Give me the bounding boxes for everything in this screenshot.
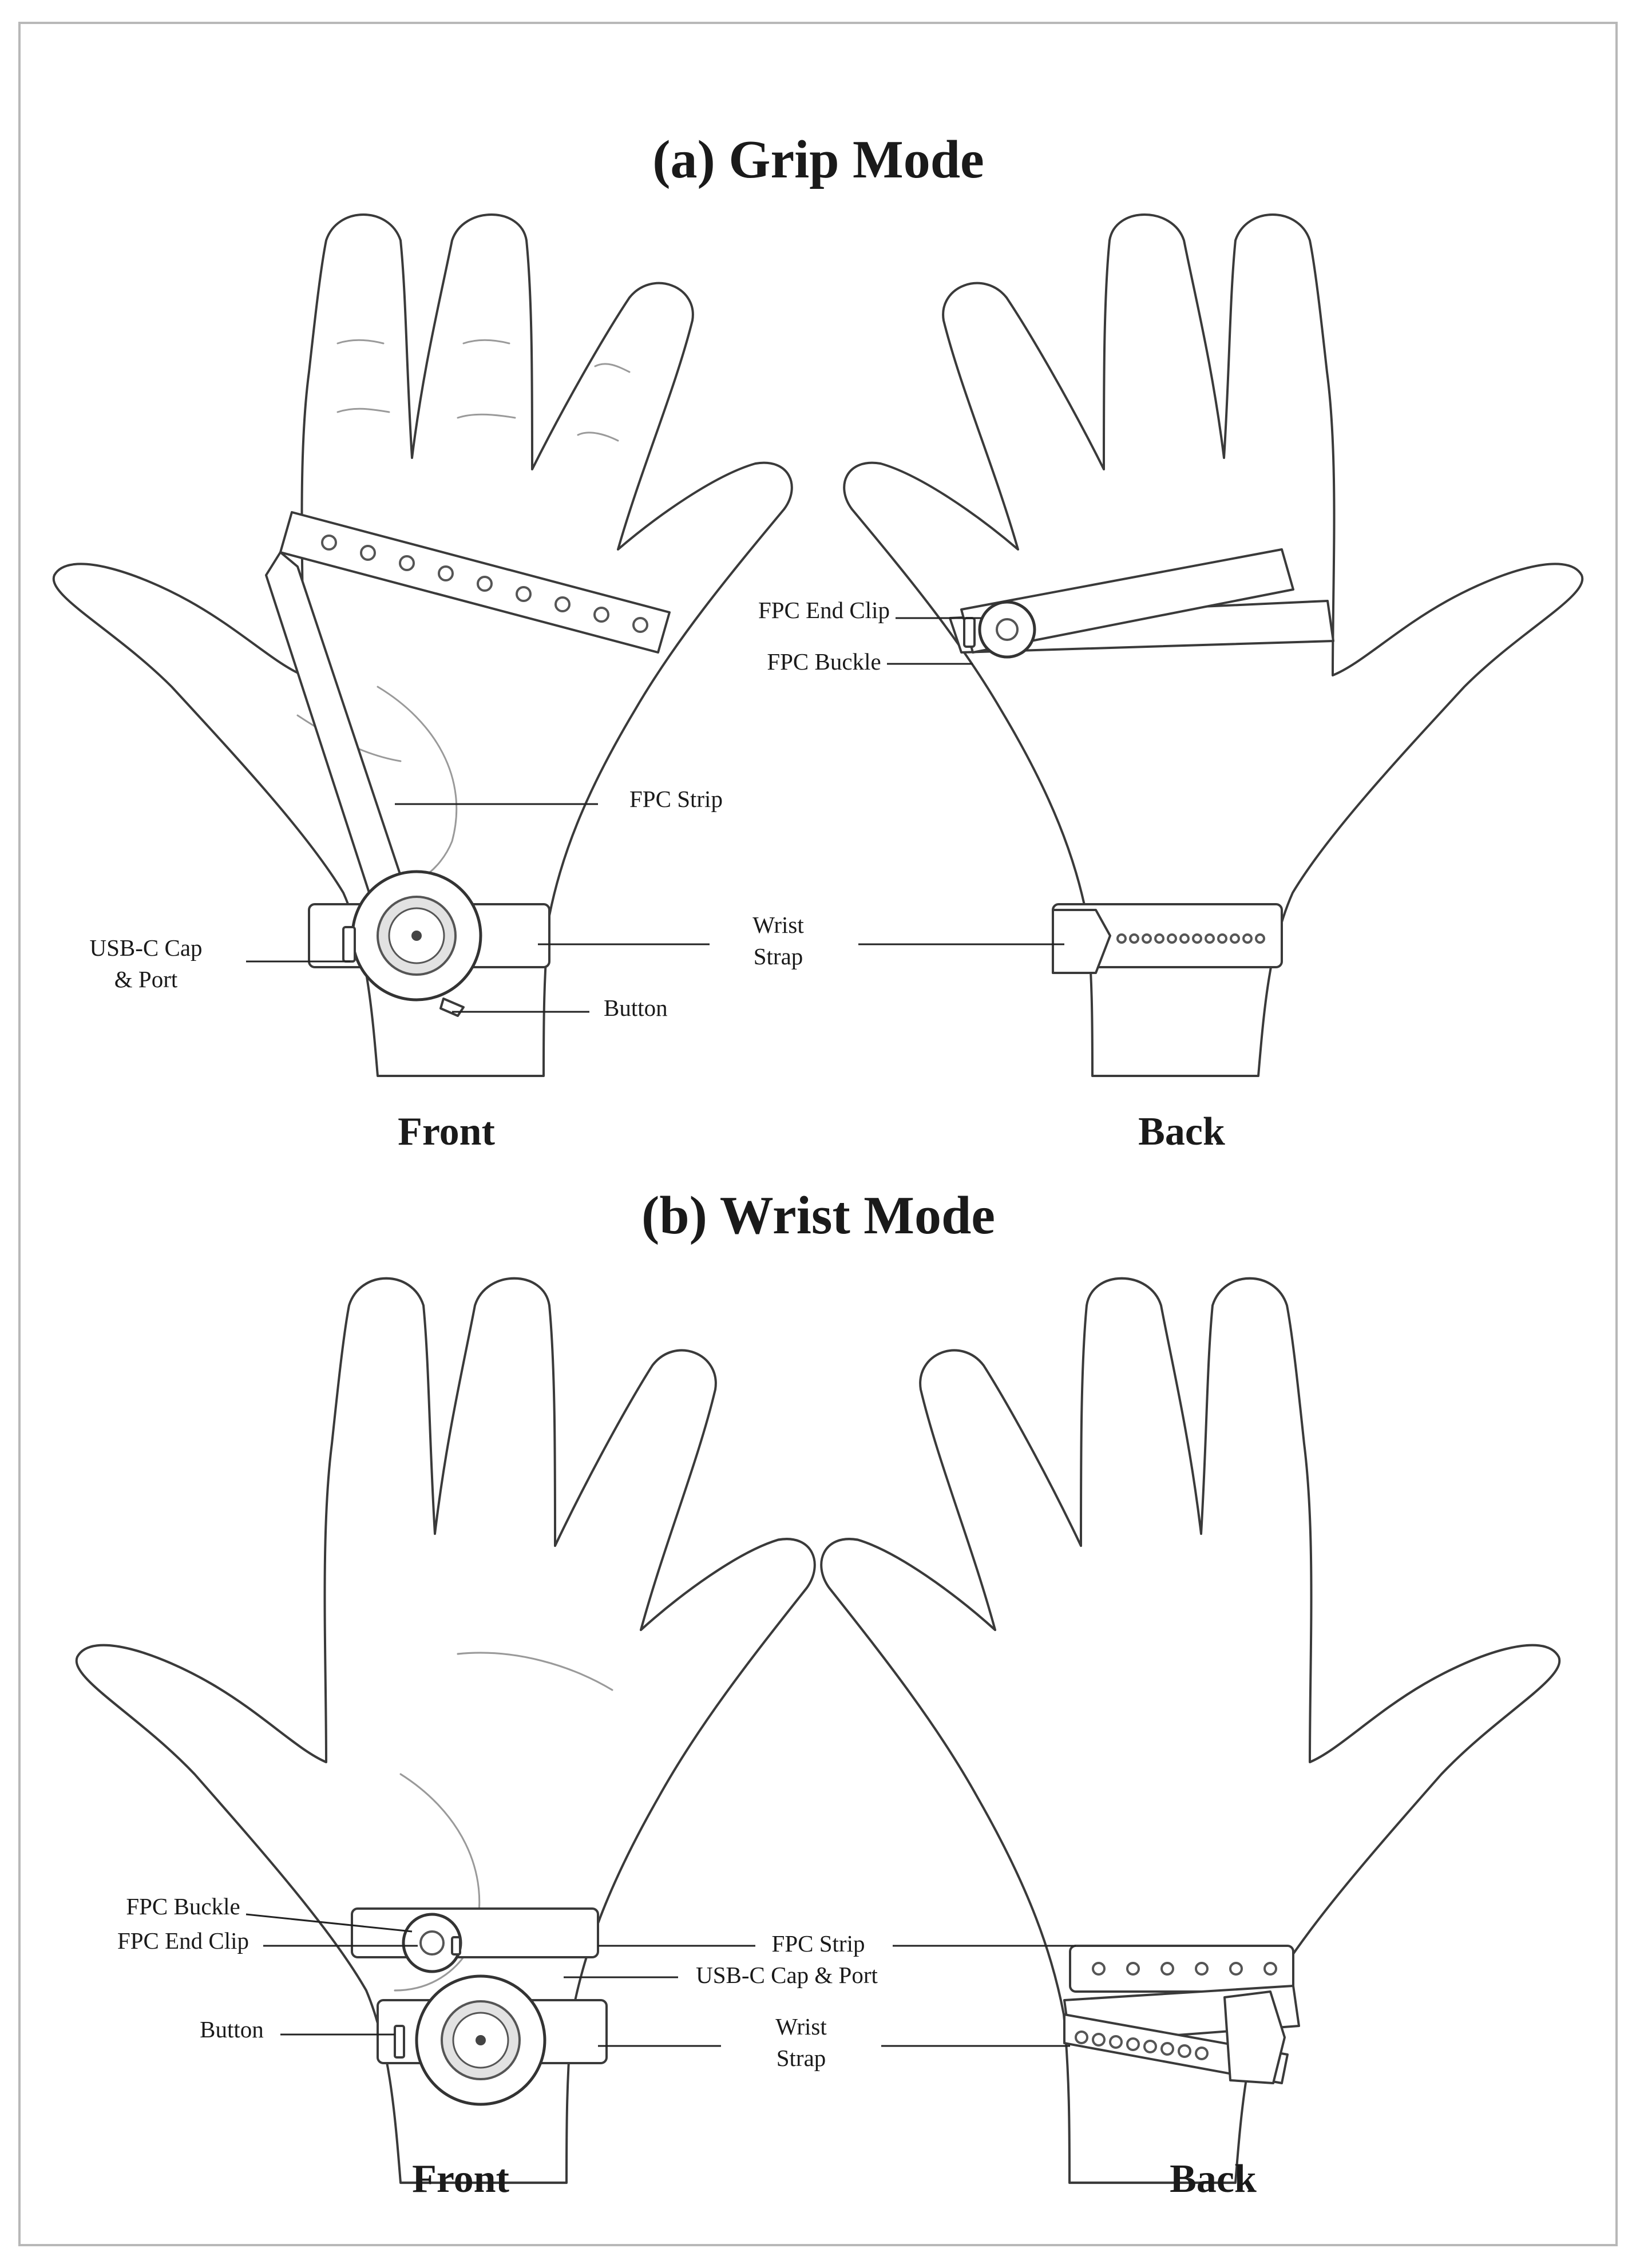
grip-front-caption: Front: [398, 1110, 495, 1154]
grip-back-wrist-holes: [1116, 933, 1265, 944]
strap-hole: [1255, 933, 1265, 944]
strap-hole: [1126, 1962, 1140, 1976]
strap-hole: [1195, 2047, 1209, 2060]
strap-hole: [554, 596, 571, 612]
grip-fpc-strip-label: FPC Strip: [629, 786, 723, 812]
strap-hole: [1154, 933, 1164, 944]
wrist-back-caption: Back: [1170, 2157, 1257, 2201]
panel-a-title: (a) Grip Mode: [652, 130, 984, 189]
wrist-fpc-end-clip-label: FPC End Clip: [117, 1927, 249, 1954]
strap-hole: [1160, 2042, 1174, 2056]
strap-hole: [1075, 2030, 1088, 2044]
strap-hole: [1178, 2044, 1191, 2058]
strap-hole: [1129, 933, 1139, 944]
strap-hole: [1143, 2040, 1157, 2053]
wrist-fpc-buckle-label: FPC Buckle: [126, 1893, 240, 1919]
strap-hole: [1217, 933, 1227, 944]
wrist-button-label: Button: [200, 2016, 264, 2043]
wrist-back-hand: [821, 1279, 1559, 2183]
strap-hole: [1109, 2035, 1123, 2049]
grip-usbc-label-1: USB-C Cap: [89, 935, 202, 961]
strap-hole: [1192, 933, 1202, 944]
strap-hole: [1229, 1962, 1243, 1976]
wrist-front-caption: Front: [412, 2157, 509, 2201]
strap-hole: [1230, 933, 1240, 944]
grip-fpc-end-clip-label: FPC End Clip: [758, 597, 890, 623]
strap-hole: [438, 565, 454, 581]
page-frame: [18, 22, 1618, 2246]
strap-hole: [1142, 933, 1152, 944]
grip-back-caption: Back: [1138, 1110, 1225, 1154]
strap-hole: [1167, 933, 1177, 944]
strap-hole: [1116, 933, 1127, 944]
strap-hole: [1263, 1962, 1277, 1976]
grip-front-hand: [52, 213, 793, 1077]
strap-hole: [632, 617, 648, 633]
strap-hole: [1242, 933, 1253, 944]
grip-fpc-buckle-label: FPC Buckle: [767, 648, 881, 675]
strap-hole: [1126, 2037, 1140, 2051]
wrist-usbc-label: USB-C Cap & Port: [696, 1962, 878, 1988]
strap-hole: [1205, 933, 1215, 944]
strap-hole: [516, 586, 532, 602]
strap-hole: [1092, 2033, 1106, 2047]
grip-usbc-label-2: & Port: [114, 966, 178, 992]
wrist-wrist-label-2: Strap: [777, 2045, 826, 2071]
strap-hole: [360, 545, 376, 561]
grip-button-label: Button: [604, 995, 668, 1021]
strap-hole: [321, 535, 337, 551]
strap-hole: [399, 555, 415, 571]
grip-wrist-label-2: Strap: [754, 943, 803, 969]
strap-hole: [1092, 1962, 1106, 1976]
strap-hole: [1195, 1962, 1209, 1976]
panel-b-title: (b) Wrist Mode: [641, 1186, 995, 1245]
strap-hole: [1160, 1962, 1174, 1976]
strap-hole: [477, 576, 493, 592]
strap-hole: [593, 607, 609, 623]
grip-wrist-label-1: Wrist: [752, 912, 804, 938]
wrist-front-hand: [77, 1279, 815, 2183]
grip-back-hand: [843, 213, 1584, 1077]
wrist-fpc-strip-label: FPC Strip: [772, 1930, 865, 1957]
wrist-back-holes: [1075, 1962, 1277, 2060]
strap-hole: [1179, 933, 1190, 944]
wrist-wrist-label-1: Wrist: [775, 2013, 827, 2040]
